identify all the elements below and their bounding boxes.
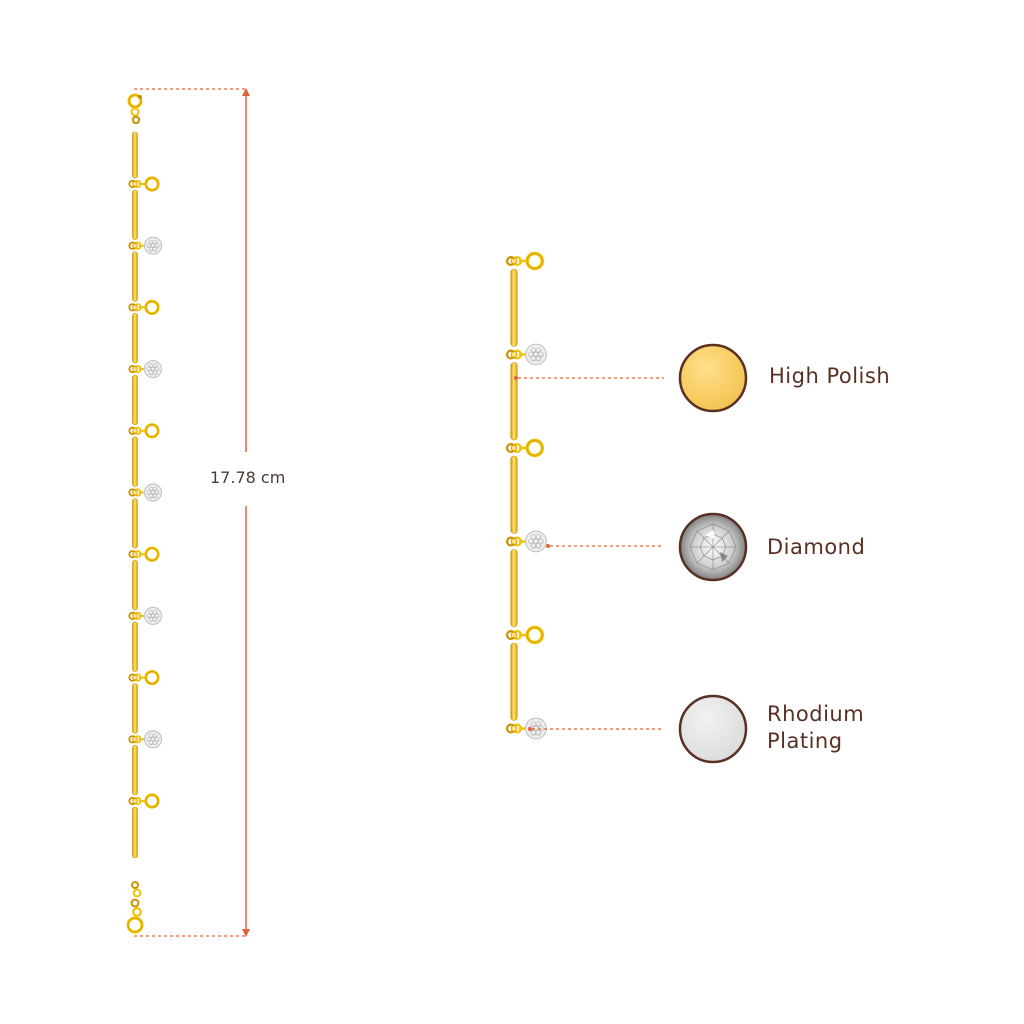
chain-link-knot: [505, 536, 523, 547]
dimension-annotation: [134, 88, 250, 937]
legend-label-high-polish: High Polish: [769, 364, 891, 388]
diamond-cluster-charm: [139, 606, 162, 625]
chain-bar: [132, 189, 138, 241]
chain-link-knot: [128, 611, 142, 621]
legend-swatches: [678, 343, 748, 764]
chain-link-knot: [128, 426, 142, 435]
ring-charm: [139, 176, 160, 192]
ring-charm: [518, 438, 545, 458]
bracelet-full-view: [126, 93, 162, 934]
leader-dot-high-polish: [514, 376, 518, 380]
chain-bar: [510, 268, 518, 347]
legend-label-diamond: Diamond: [767, 535, 866, 559]
chain-bar: [132, 313, 138, 364]
chain-link-knot: [505, 442, 523, 454]
chain-link-knot: [128, 550, 142, 559]
chain-bar: [132, 436, 138, 487]
chain-bar: [510, 362, 518, 441]
chain-link-knot: [128, 241, 142, 250]
chain-link-knot: [505, 629, 523, 641]
leader-dot-rhodium: [528, 727, 532, 731]
chain-bar: [132, 621, 138, 672]
chain-bar: [132, 251, 138, 302]
chain-link-knot: [128, 488, 142, 497]
leader-lines: [514, 376, 664, 731]
ring-charm: [139, 423, 160, 439]
ring-charm: [139, 793, 160, 809]
chain-bar: [510, 642, 518, 721]
jump-ring-end: [126, 881, 144, 934]
swatch-high-polish: [678, 343, 748, 413]
dimension-arrow-top: [242, 88, 250, 96]
chain-bar: [510, 455, 518, 534]
chain-bar: [132, 806, 138, 859]
chain-link-knot: [128, 364, 142, 374]
lobster-clasp: [127, 93, 143, 125]
diamond-cluster-charm: [139, 236, 162, 255]
chain-bar: [132, 559, 138, 611]
chain-link-knot: [128, 673, 142, 682]
swatch-diamond: [678, 512, 748, 582]
ring-charm: [518, 251, 545, 271]
chain-bar: [132, 374, 138, 426]
ring-charm: [518, 625, 545, 645]
chain-bar: [132, 498, 138, 549]
chain-link-knot: [505, 255, 523, 267]
ring-charm: [139, 546, 160, 562]
chain-link-knot: [128, 303, 142, 312]
ring-charm: [139, 299, 160, 315]
dimension-arrow-bottom: [242, 929, 250, 937]
diamond-cluster-charm: [518, 343, 547, 366]
legend-label-rhodium-line1: Rhodium: [767, 702, 865, 726]
chain-link-knot: [128, 735, 142, 744]
diamond-cluster-charm: [139, 360, 162, 379]
swatch-rhodium-plating: [678, 694, 748, 764]
ring-charm: [139, 669, 160, 686]
leader-dot-diamond: [546, 544, 550, 548]
chain-link-knot: [128, 179, 142, 189]
chain-bar: [132, 683, 138, 734]
diamond-cluster-charm: [139, 730, 162, 749]
chain-link-knot: [505, 723, 523, 734]
chain-bar: [510, 549, 518, 628]
diamond-cluster-charm: [518, 530, 547, 553]
bracelet-detail-view: [505, 251, 547, 740]
length-label: 17.78 cm: [210, 468, 286, 487]
chain-bar: [132, 744, 138, 796]
chain-bar: [132, 131, 138, 179]
diamond-cluster-charm: [139, 483, 162, 502]
chain-link-knot: [505, 349, 523, 360]
legend-label-rhodium-line2: Plating: [767, 729, 843, 753]
chain-link-knot: [128, 796, 142, 806]
